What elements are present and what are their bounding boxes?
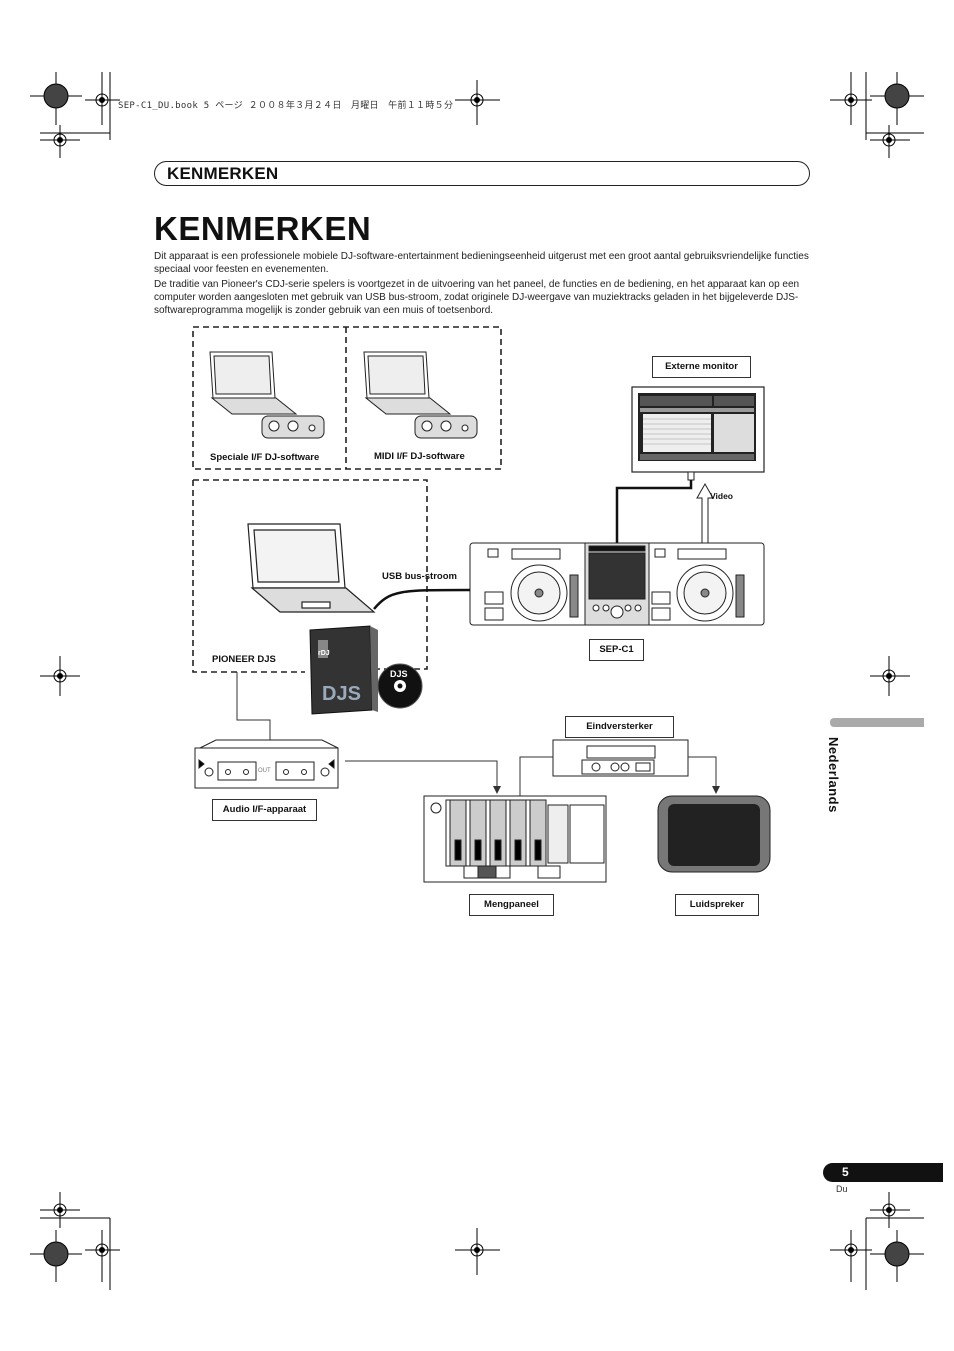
page-number-badge: 5 [823,1163,943,1182]
usb-label: USB bus-stroom [382,571,457,582]
mengpaneel-label: Mengpaneel [469,894,554,916]
externe-monitor-label: Externe monitor [652,356,751,378]
audio-out-text: OUT [258,768,271,774]
eindversterker-label: Eindversterker [565,716,674,738]
audio-if-label: Audio I/F-apparaat [212,799,317,821]
sep-c1-controller [469,542,765,626]
laptop-pioneer-djs [247,523,376,613]
djs-cd-disc: DJS [377,663,423,709]
pioneer-djs-label: PIONEER DJS [212,654,276,665]
sep-c1-label: SEP-C1 [589,639,644,661]
language-tab-bar [830,718,924,727]
print-header: SEP-C1_DU.book 5 ページ ２００８年３月２４日 月曜日 午前１１… [118,101,454,111]
page-number: 5 [842,1165,849,1179]
mixer [423,795,607,883]
amplifier [552,739,689,777]
speciale-label: Speciale I/F DJ-software [210,452,320,463]
page-title: KENMERKEN [154,210,372,247]
midi-label: MIDI I/F DJ-software [374,451,465,462]
luidspreker-label: Luidspreker [675,894,759,916]
external-monitor [631,386,765,473]
speaker [657,795,771,873]
svg-text:DJS: DJS [390,669,408,679]
box-logo-text: DJS [322,683,361,705]
laptop-speciale [209,351,325,439]
djs-software-box: rDJ DJS [309,625,378,715]
audio-interface [194,739,339,789]
language-tab-label: Nederlands [826,737,841,813]
section-header: KENMERKEN [154,161,810,186]
laptop-midi [363,351,478,439]
video-label: Video [710,491,733,501]
page-language-code: Du [836,1184,848,1194]
intro-paragraph: Dit apparaat is een professionele mobiel… [154,251,809,275]
section-title: KENMERKEN [167,164,279,183]
tradition-paragraph: De traditie van Pioneer's CDJ-serie spel… [154,279,800,316]
svg-text:rDJ: rDJ [318,650,330,657]
